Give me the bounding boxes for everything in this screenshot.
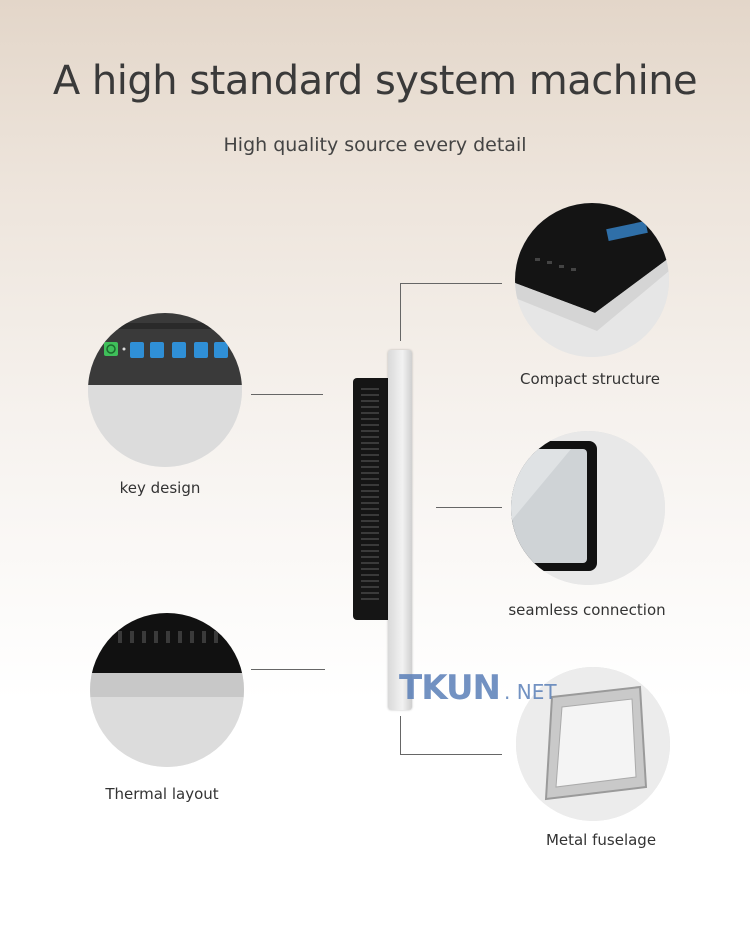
key-panel-illustration: [88, 313, 242, 467]
device-front-bezel: [388, 350, 412, 710]
seamless-connection-image: [511, 431, 665, 585]
caption-seamless-connection: seamless connection: [508, 601, 666, 619]
connector-seamless: [436, 507, 502, 508]
caption-key-design: key design: [119, 479, 201, 497]
metal-fuselage-image: [516, 667, 670, 821]
caption-thermal-layout: Thermal layout: [105, 785, 219, 803]
caption-metal-fuselage: Metal fuselage: [545, 831, 657, 849]
caption-compact-structure: Compact structure: [520, 370, 660, 388]
page-title: A high standard system machine: [52, 58, 698, 104]
key-design-image: [88, 313, 242, 467]
connector-metal-v: [400, 716, 401, 754]
watermark-suffix: . NET: [504, 680, 557, 704]
connector-thermal: [251, 669, 325, 670]
page-subtitle: High quality source every detail: [223, 134, 527, 156]
compact-structure-image: [515, 203, 669, 357]
metal-fuselage-illustration: [516, 667, 670, 821]
connector-metal-h: [400, 754, 502, 755]
thermal-layout-illustration: [90, 613, 244, 767]
connector-compact-h: [400, 283, 502, 284]
watermark-brand: TKUN: [399, 668, 501, 708]
thermal-layout-image: [90, 613, 244, 767]
watermark-logo: TKUN. NET: [399, 668, 557, 708]
connector-compact-v: [400, 283, 401, 341]
seamless-connection-illustration: [511, 431, 665, 585]
device-vents: [361, 388, 379, 600]
compact-structure-illustration: [515, 203, 669, 357]
connector-key: [251, 394, 323, 395]
